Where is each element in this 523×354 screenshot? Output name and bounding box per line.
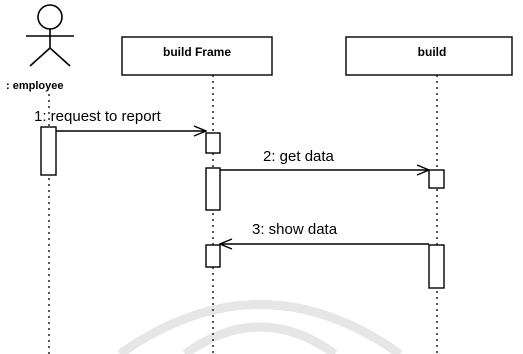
actor-label: : employee <box>6 80 63 92</box>
object-box-build-frame <box>121 36 273 76</box>
message-2-label: 2: get data <box>263 148 335 165</box>
activation-build-frame-3 <box>205 244 221 268</box>
activation-build-1 <box>428 169 445 189</box>
message-1-label: 1: request to report <box>34 108 162 125</box>
actor-employee-icon <box>26 4 74 67</box>
watermark-arcs <box>117 300 403 354</box>
object-label-build: build <box>418 45 447 59</box>
activation-build-frame-2 <box>205 167 221 211</box>
object-label-build-frame: build Frame <box>163 45 231 59</box>
activation-build-frame-1 <box>205 132 221 154</box>
activation-employee <box>40 126 57 176</box>
object-box-build <box>345 36 513 76</box>
activation-build-2 <box>428 244 445 289</box>
message-3-label: 3: show data <box>252 221 338 238</box>
